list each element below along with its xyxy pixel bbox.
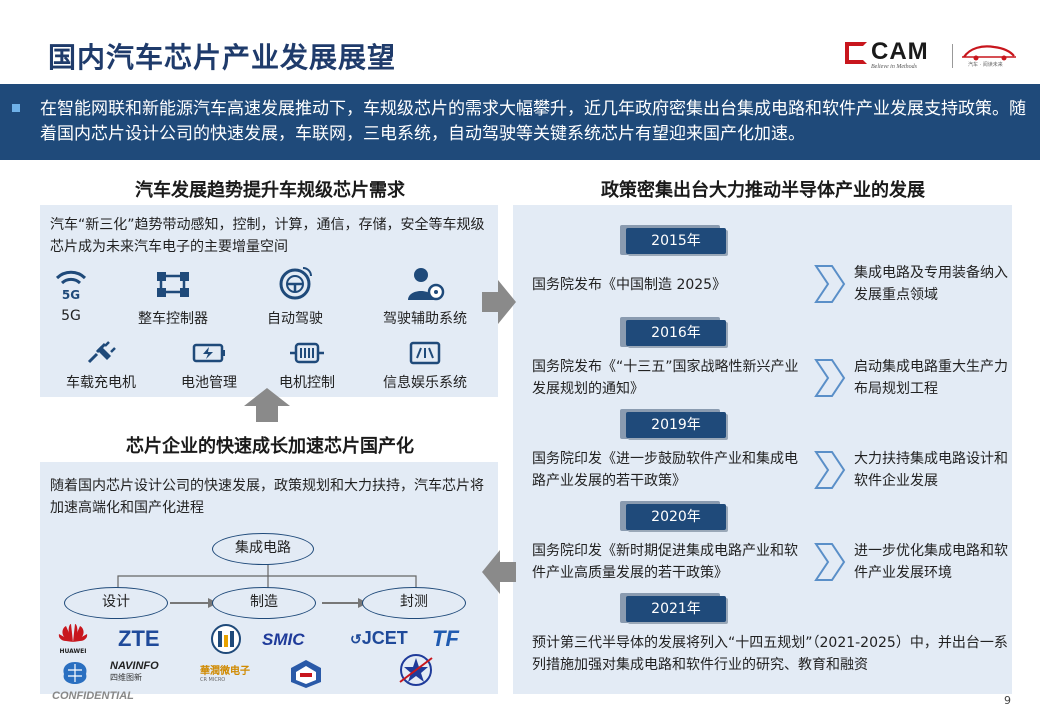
- year-tag-2021: 2021年: [620, 593, 726, 623]
- double-chevron-icon: [814, 451, 846, 489]
- policy-2015: 国务院发布《中国制造 2025》: [532, 277, 727, 293]
- logo-divider: [952, 44, 953, 68]
- cam-logo-slogan: Believe in Methods: [871, 64, 917, 70]
- icon-cell-battery: 电池管理: [144, 340, 274, 392]
- vehicle-controller-icon: [157, 272, 189, 297]
- year-tag-2019: 2019年: [620, 409, 726, 439]
- battery-icon: [192, 343, 225, 363]
- confidential-label: CONFIDENTIAL: [52, 690, 134, 702]
- page-title: 国内汽车芯片产业发展展望: [48, 41, 397, 74]
- hua-hong-logo-icon: [211, 624, 241, 654]
- navinfo-logo-cn: 四维图新: [110, 673, 142, 682]
- flow-node-package-test: 封测: [362, 587, 466, 619]
- result-2019: 大力扶持集成电路设计和软件企业发展: [854, 451, 1008, 489]
- charger-plug-icon: [87, 341, 116, 364]
- icon-cell-vcu: 整车控制器: [108, 266, 238, 328]
- left-top-panel: [40, 205, 498, 397]
- smic-logo: SMIC: [262, 630, 305, 649]
- icon-label: 信息娱乐系统: [383, 375, 467, 391]
- right-arrow-icon: [482, 280, 516, 324]
- star-seal-logo-icon: [399, 654, 433, 686]
- huawei-logo: HUAWEI: [56, 622, 90, 655]
- icon-label: 电机控制: [279, 375, 335, 391]
- infotainment-icon: [409, 341, 441, 365]
- wifi-5g-icon: 5G: [55, 270, 87, 302]
- steering-wheel-icon: [279, 267, 312, 300]
- jcet-mark-icon: ↺: [350, 631, 362, 647]
- icon-label: 车载充电机: [66, 375, 136, 391]
- icon-cell-infotainment: 信息娱乐系统: [360, 340, 490, 392]
- left-bottom-desc: 随着国内芯片设计公司的快速发展，政策规划和大力扶持，汽车芯片将加速高端化和国产化…: [50, 478, 484, 516]
- year-label: 2015年: [626, 228, 726, 254]
- svg-text:5G: 5G: [62, 288, 80, 302]
- result-2020: 进一步优化集成电路和软件产业发展环境: [854, 543, 1008, 581]
- cam-logo-mark-icon: [845, 42, 867, 64]
- cr-micro-logo-cn: 華潤微电子: [200, 666, 250, 677]
- result-2015: 集成电路及专用装备纳入发展重点领域: [854, 265, 1008, 303]
- cam-logo: CAM Believe in Methods: [845, 38, 945, 74]
- left-top-desc: 汽车“新三化”趋势带动感知，控制，计算，通信，存储，安全等车规级芯片成为未来汽车…: [50, 217, 485, 255]
- icon-cell-5g: 5G 5G: [6, 266, 136, 324]
- flow-node-design: 设计: [64, 587, 168, 619]
- car-logo: 汽车 · 阅读未来: [960, 42, 1018, 70]
- icon-label: 自动驾驶: [267, 311, 323, 327]
- year-label: 2021年: [626, 596, 726, 622]
- icon-label: 驾驶辅助系统: [383, 311, 467, 327]
- navinfo-logo-en: NAVINFO: [110, 660, 159, 672]
- left-top-heading: 汽车发展趋势提升车规级芯片需求: [135, 180, 405, 201]
- car-logo-sub: 汽车 · 阅读未来: [968, 62, 1003, 68]
- cr-micro-logo-en: CR MICRO: [200, 677, 226, 683]
- huawei-petals-icon: [58, 624, 88, 642]
- cr-micro-logo: 華潤微电子 CR MICRO: [200, 662, 280, 683]
- year-tag-2015: 2015年: [620, 225, 726, 255]
- result-2016: 启动集成电路重大生产力布局规划工程: [854, 359, 1008, 397]
- icon-label: 5G: [61, 308, 81, 324]
- policy-2019: 国务院印发《进一步鼓励软件产业和集成电路产业发展的若干政策》: [532, 451, 798, 489]
- flow-node-manufacture: 制造: [212, 587, 316, 619]
- year-label: 2016年: [626, 320, 726, 346]
- jcet-logo-text: JCET: [361, 628, 408, 648]
- icon-cell-adas: 驾驶辅助系统: [360, 266, 490, 328]
- car-logo-icon: [962, 45, 1016, 61]
- year-label: 2020年: [626, 504, 726, 530]
- brain-chip-logo-icon: [63, 662, 87, 684]
- driver-assist-icon: [408, 268, 445, 301]
- policy-2020: 国务院印发《新时期促进集成电路产业和软件产业高质量发展的若干政策》: [532, 543, 798, 581]
- double-chevron-icon: [814, 359, 846, 397]
- icon-label: 整车控制器: [138, 311, 208, 327]
- navinfo-logo: NAVINFO 四维图新: [110, 660, 180, 683]
- flow-node-ic: 集成电路: [212, 533, 314, 565]
- zte-logo: ZTE: [118, 626, 160, 651]
- icon-cell-autodrive: 自动驾驶: [230, 266, 360, 328]
- banner-text: 在智能网联和新能源汽车高速发展推动下，车规级芯片的需求大幅攀升，近几年政府密集出…: [40, 99, 1026, 144]
- right-panel: [513, 205, 1012, 694]
- up-arrow-icon: [244, 388, 290, 422]
- icon-cell-motor: 电机控制: [242, 340, 372, 392]
- year-label: 2019年: [626, 412, 726, 438]
- double-chevron-icon: [814, 265, 846, 303]
- page-number: 9: [1004, 694, 1011, 707]
- icon-label: 电池管理: [181, 375, 237, 391]
- right-heading: 政策密集出台大力推动半导体产业的发展: [601, 180, 925, 201]
- left-arrow-icon: [482, 550, 516, 594]
- left-bottom-heading: 芯片企业的快速成长加速芯片国产化: [126, 436, 414, 457]
- year-tag-2016: 2016年: [620, 317, 726, 347]
- huawei-logo-text: HUAWEI: [59, 648, 87, 655]
- year-tag-2020: 2020年: [620, 501, 726, 531]
- summary-banner: 在智能网联和新能源汽车高速发展推动下，车规级芯片的需求大幅攀升，近几年政府密集出…: [0, 84, 1040, 160]
- icon-cell-charger: 车载充电机: [36, 340, 166, 392]
- tf-logo: TF: [432, 626, 459, 651]
- hexagon-logo-icon: [291, 660, 321, 688]
- policy-2016: 国务院发布《“十三五”国家战略性新兴产业发展规划的通知》: [532, 359, 799, 397]
- motor-icon: [290, 342, 324, 364]
- banner-bullet-icon: [12, 104, 20, 112]
- jcet-logo: ↺JCET: [350, 628, 408, 649]
- cam-logo-text: CAM: [871, 38, 929, 65]
- policy-2021: 预计第三代半导体的发展将列入“十四五规划”（2021-2025）中，并出台一系列…: [532, 635, 1008, 673]
- double-chevron-icon: [814, 543, 846, 581]
